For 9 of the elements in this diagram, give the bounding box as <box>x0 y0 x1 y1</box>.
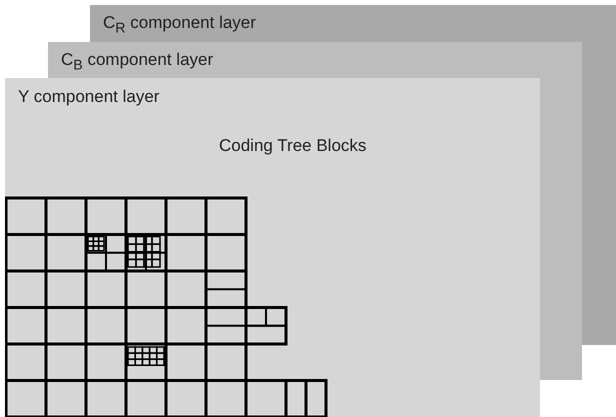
layer-panel <box>48 42 582 78</box>
layer-panel <box>5 78 540 417</box>
panel-heading: Coding Tree Blocks <box>219 136 366 156</box>
layer-title: C$_{B}$ component layer <box>61 50 214 74</box>
layer-panel <box>90 5 616 42</box>
layer-edge <box>582 42 616 345</box>
layer-title: Y component layer <box>18 87 160 107</box>
layer-edge <box>540 78 582 380</box>
layer-title: C$_{R}$ component layer <box>103 13 256 36</box>
